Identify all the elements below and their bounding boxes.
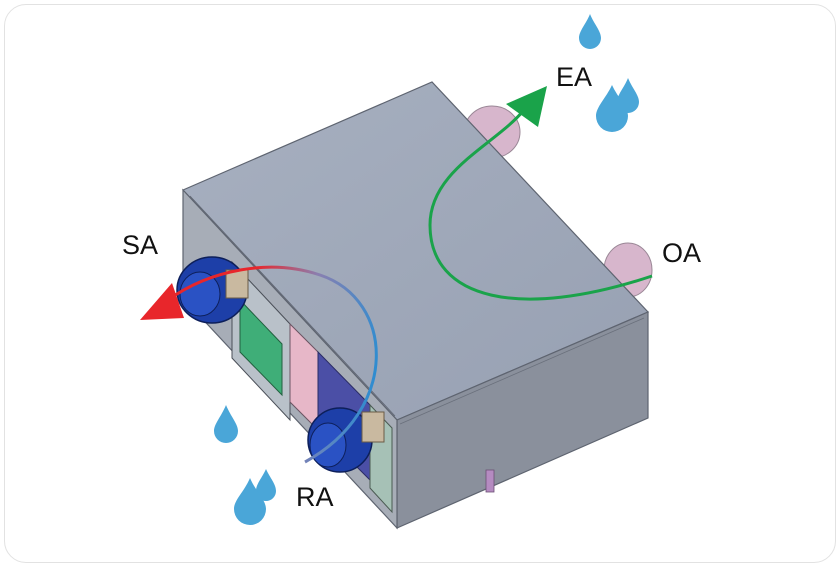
ra-duct — [307, 407, 385, 473]
water-drop-icon — [596, 85, 628, 132]
water-drop-icon — [214, 405, 238, 443]
oa-label: OA — [662, 238, 702, 268]
ra-label: RA — [296, 482, 334, 512]
sa-duct — [176, 256, 249, 324]
sa-label: SA — [122, 230, 159, 260]
ra-to-sa-airflow-arrow — [140, 265, 378, 464]
oa-to-ea-airflow-arrow — [428, 86, 653, 301]
water-drop-icon — [579, 14, 601, 49]
ventilator-housing — [181, 81, 650, 530]
water-drop-icon — [234, 478, 266, 525]
ea-label: EA — [556, 62, 593, 92]
water-drop-icon — [256, 469, 276, 501]
